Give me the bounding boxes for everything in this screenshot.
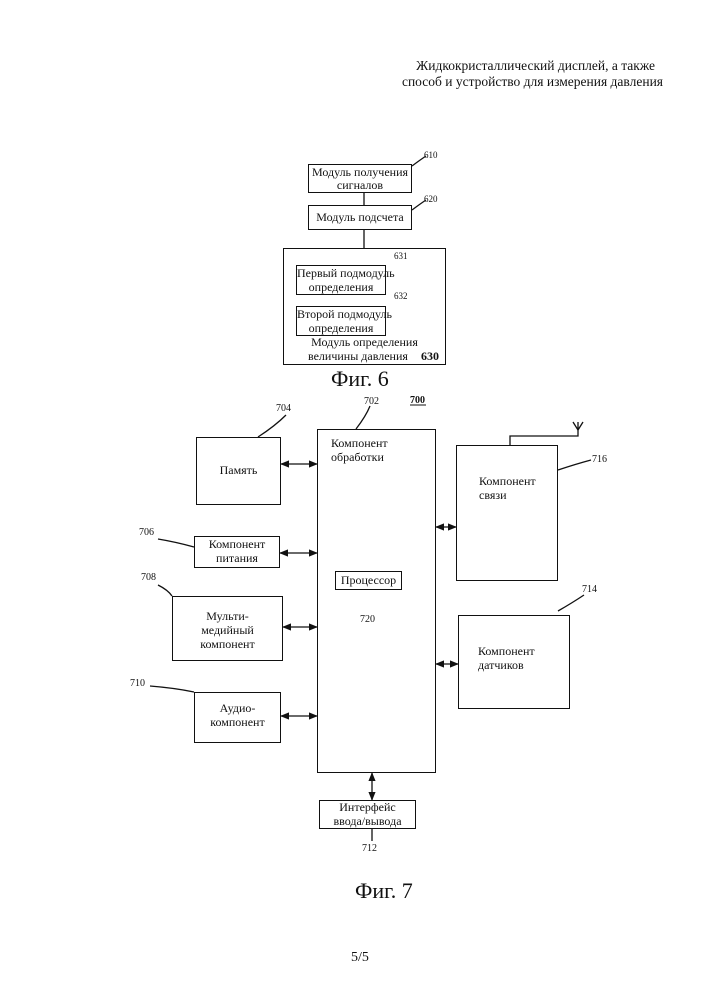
leader-702 xyxy=(356,406,370,429)
leader-708 xyxy=(158,585,172,596)
box-720-line-1: Процессор xyxy=(336,574,401,588)
ref-708: 708 xyxy=(141,572,156,584)
box-708-line-2: медийный xyxy=(173,624,282,638)
antenna-feed xyxy=(510,428,578,445)
box-716-communication-component: Компонент связи xyxy=(456,445,558,581)
ref-720: 720 xyxy=(360,614,375,626)
fig6-caption: Фиг. 6 xyxy=(331,366,389,391)
ref-620: 620 xyxy=(424,194,438,204)
ref-710: 710 xyxy=(130,678,145,690)
header-line-1: Жидкокристаллический дисплей, а также xyxy=(416,58,655,74)
box-632-line-2: определения xyxy=(297,322,385,336)
box-712-line-1: Интерфейс xyxy=(320,801,415,815)
box-704-memory: Память xyxy=(196,437,281,505)
box-712-io-interface: Интерфейс ввода/вывода xyxy=(319,800,416,829)
leader-716 xyxy=(558,460,591,470)
box-631-line-1: Первый подмодуль xyxy=(297,267,385,281)
ref-700: 700 xyxy=(410,395,425,407)
box-720-processor: Процессор xyxy=(335,571,402,590)
ref-702: 702 xyxy=(364,396,379,408)
box-704-line-1: Память xyxy=(197,464,280,478)
box-714-sensor-component: Компонент датчиков xyxy=(458,615,570,709)
box-702-processing-component: Компонент обработки xyxy=(317,429,436,773)
box-708-line-3: компонент xyxy=(173,638,282,652)
leader-714 xyxy=(558,595,584,611)
ref-704: 704 xyxy=(276,403,291,415)
box-610-signal-acquisition: Модуль получения сигналов xyxy=(308,164,412,193)
ref-716: 716 xyxy=(592,454,607,466)
box-708-line-1: Мульти- xyxy=(173,610,282,624)
box-632-second-submodule: Второй подмодуль определения xyxy=(296,306,386,336)
ref-610: 610 xyxy=(424,150,438,160)
ref-714: 714 xyxy=(582,584,597,596)
box-632-line-1: Второй подмодуль xyxy=(297,308,385,322)
box-710-line-2: компонент xyxy=(195,716,280,730)
box-710-line-1: Аудио- xyxy=(195,702,280,716)
box-710-audio-component: Аудио- компонент xyxy=(194,692,281,743)
box-714-line-1: Компонент xyxy=(478,645,535,659)
box-716-line-1: Компонент xyxy=(479,475,536,489)
header-line-2: способ и устройство для измерения давлен… xyxy=(402,74,663,90)
box-631-first-submodule: Первый подмодуль определения xyxy=(296,265,386,295)
box-706-line-1: Компонент xyxy=(195,538,279,552)
box-702-line-1: Компонент xyxy=(331,437,388,451)
ref-712: 712 xyxy=(362,843,377,855)
leader-704 xyxy=(258,415,286,437)
leader-710 xyxy=(150,686,194,692)
page-number: 5/5 xyxy=(351,950,369,966)
box-714-line-2: датчиков xyxy=(478,659,524,673)
antenna-icon xyxy=(573,422,583,430)
box-708-multimedia-component: Мульти- медийный компонент xyxy=(172,596,283,661)
ref-630: 630 xyxy=(421,350,439,364)
ref-706: 706 xyxy=(139,527,154,539)
box-712-line-2: ввода/вывода xyxy=(320,815,415,829)
leader-706 xyxy=(158,539,194,547)
box-631-line-2: определения xyxy=(297,281,385,295)
fig7-caption: Фиг. 7 xyxy=(355,878,413,903)
box-702-line-2: обработки xyxy=(331,451,384,465)
box-620-line-1: Модуль подсчета xyxy=(309,211,411,225)
box-706-power-component: Компонент питания xyxy=(194,536,280,568)
box-706-line-2: питания xyxy=(195,552,279,566)
ref-632: 632 xyxy=(394,291,408,301)
ref-631: 631 xyxy=(394,251,408,261)
box-716-line-2: связи xyxy=(479,489,507,503)
box-610-line-2: сигналов xyxy=(309,179,411,193)
box-620-counting: Модуль подсчета xyxy=(308,205,412,230)
box-630-line-1: Модуль определения xyxy=(284,336,445,350)
box-630-line-2: величины давления xyxy=(308,350,408,364)
